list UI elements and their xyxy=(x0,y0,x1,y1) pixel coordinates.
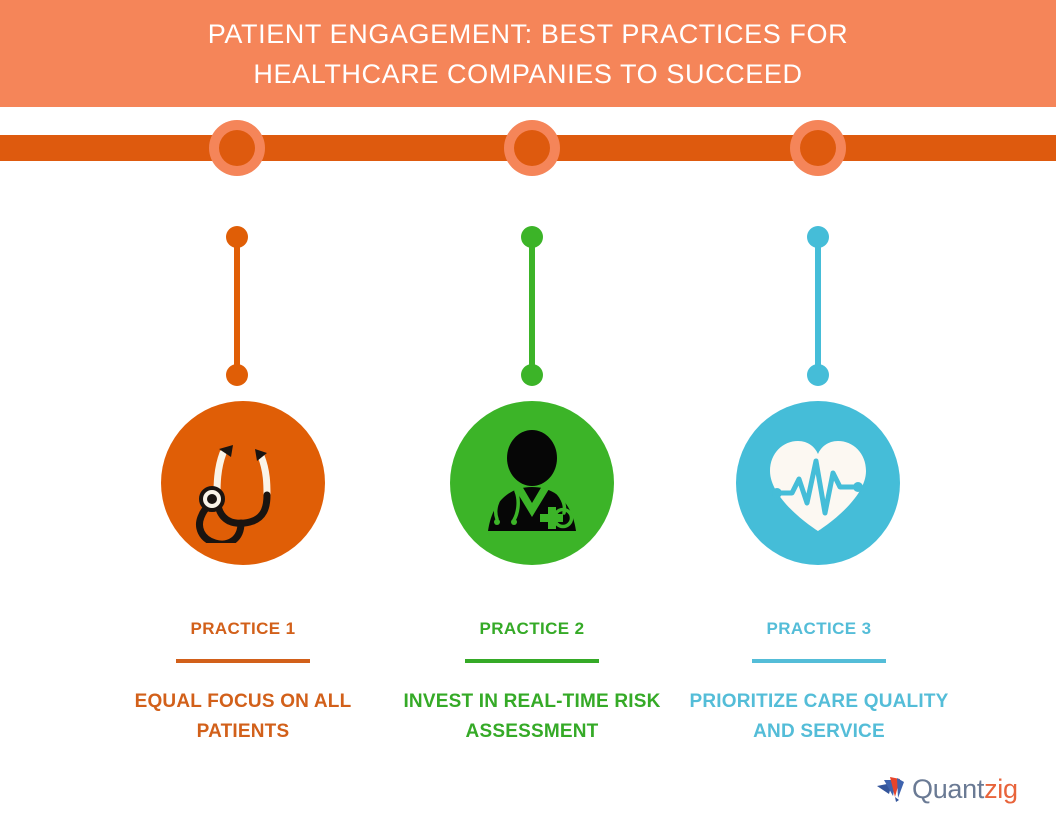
practice-2-description: INVEST IN REAL-TIME RISK ASSESSMENT xyxy=(403,691,661,742)
practice-3-divider xyxy=(752,659,886,663)
heart-pulse-icon xyxy=(770,441,866,531)
practice-1-description: EQUAL FOCUS ON ALL PATIENTS xyxy=(134,691,352,742)
stethoscope-icon xyxy=(196,445,271,543)
doctor-icon xyxy=(487,429,576,531)
connector-2 xyxy=(521,226,543,386)
icon-badge-practice-3 xyxy=(736,401,900,565)
practice-column-2: PRACTICE 2 INVEST IN REAL-TIME RISK ASSE… xyxy=(387,618,677,747)
page-title-line-2: HEALTHCARE COMPANIES TO SUCCEED xyxy=(253,58,803,89)
connector-2-bottom-dot xyxy=(521,364,543,386)
practice-2-label: PRACTICE 2 xyxy=(479,619,585,638)
practice-2-divider xyxy=(465,659,599,663)
connector-1 xyxy=(226,226,248,386)
page-title-line-1: PATIENT ENGAGEMENT: BEST PRACTICES FOR xyxy=(207,18,849,49)
timeline-node-2-inner-dot xyxy=(514,130,550,166)
logo-text-zig: zig xyxy=(984,774,1018,804)
connector-3-bottom-dot xyxy=(807,364,829,386)
practice-3-label: PRACTICE 3 xyxy=(766,619,872,638)
icon-badge-practice-2 xyxy=(450,401,614,565)
timeline-node-1 xyxy=(209,120,265,176)
logo-text-quant: Quant xyxy=(912,774,985,804)
connector-1-bottom-dot xyxy=(226,364,248,386)
connector-3-stem xyxy=(815,236,821,376)
quantzig-arrow-icon xyxy=(877,777,904,802)
timeline-node-3-inner-dot xyxy=(800,130,836,166)
practice-column-1: PRACTICE 1 EQUAL FOCUS ON ALL PATIENTS xyxy=(98,618,388,747)
timeline-node-2 xyxy=(504,120,560,176)
timeline-node-1-inner-dot xyxy=(219,130,255,166)
connector-3 xyxy=(807,226,829,386)
connector-2-stem xyxy=(529,236,535,376)
icon-badge-practice-1 xyxy=(161,401,325,565)
practice-3-description: PRIORITIZE CARE QUALITY AND SERVICE xyxy=(689,691,949,742)
header-banner: PATIENT ENGAGEMENT: BEST PRACTICES FOR H… xyxy=(0,0,1056,107)
connector-1-stem xyxy=(234,236,240,376)
timeline-node-3 xyxy=(790,120,846,176)
practice-1-divider xyxy=(176,659,310,663)
practice-1-label: PRACTICE 1 xyxy=(190,619,296,638)
practice-column-3: PRACTICE 3 PRIORITIZE CARE QUALITY AND S… xyxy=(674,618,964,747)
